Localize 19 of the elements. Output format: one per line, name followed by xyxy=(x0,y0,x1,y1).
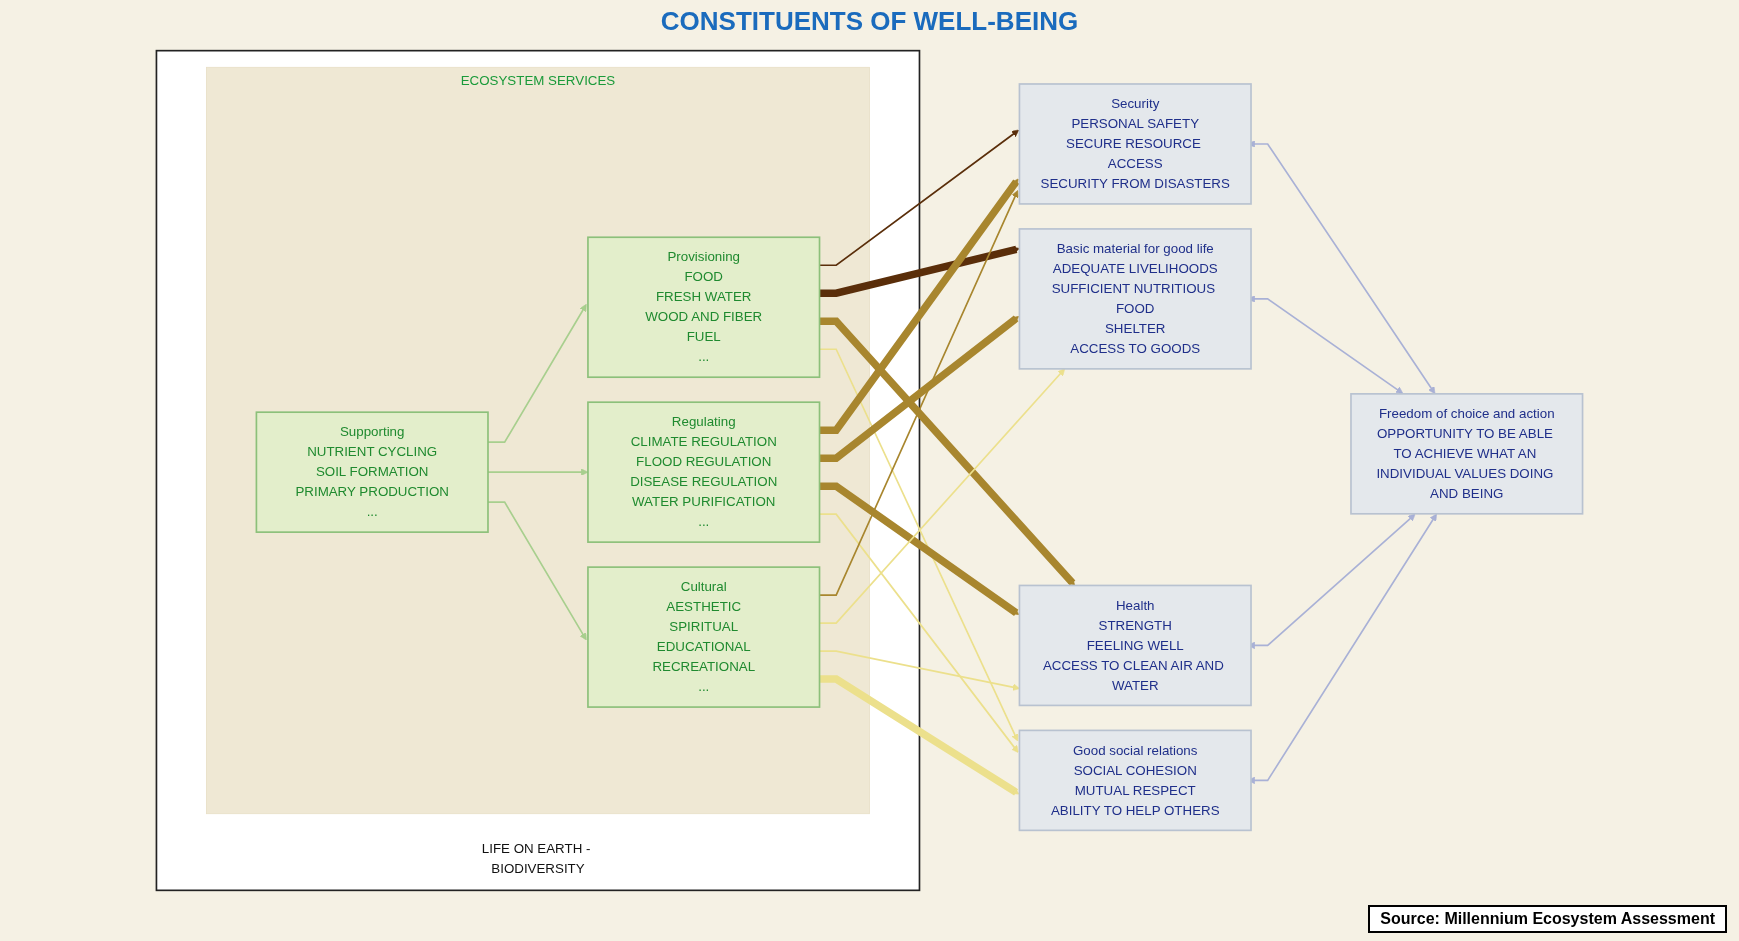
node-box: Regulating CLIMATE REGULATION FLOOD REGULATION DISEASE REGULATION WATER PURIFICATION ... xyxy=(587,401,821,543)
arrow xyxy=(487,304,587,443)
node-box: Freedom of choice and action OPPORTUNITY TO BE ABLE TO ACHIEVE WHAT AN INDIVIDUAL VALUES DOING AND BEING xyxy=(1350,393,1584,515)
node-box: Cultural AESTHETIC SPIRITUAL EDUCATIONAL RECREATIONAL ... xyxy=(587,566,821,708)
node-box: Provisioning FOOD FRESH WATER WOOD AND FIBER FUEL ... xyxy=(587,236,821,379)
arrow xyxy=(819,675,1020,796)
arrow xyxy=(487,501,587,641)
arrow xyxy=(819,178,1020,434)
node-box: Security PERSONAL SAFETY SECURE RESOURCE ACCESS SECURITY FROM DISASTERS xyxy=(1018,83,1252,205)
node-box: Health STRENGTH FEELING WELL ACCESS TO CLEAN AIR AND WATER xyxy=(1018,584,1252,707)
source-note: Source: Millennium Ecosystem Assessment xyxy=(1368,905,1727,933)
arrow xyxy=(819,315,1020,462)
node-box: Supporting NUTRIENT CYCLING SOIL FORMATION PRIMARY PRODUCTION ... xyxy=(255,411,489,533)
node-box: Good social relations SOCIAL COHESION MUTUAL RESPECT ABILITY TO HELP OTHERS xyxy=(1018,729,1252,832)
arrow xyxy=(819,317,1076,586)
node-box: Basic material for good life ADEQUATE LIVELIHOODS SUFFICIENT NUTRITIOUS FOOD SHELTER ACCESS TO GOODS xyxy=(1018,228,1252,370)
arrow xyxy=(819,245,1020,297)
arrow xyxy=(819,482,1020,616)
diagram-title: CONSTITUENTS OF WELL-BEING xyxy=(659,6,1080,37)
